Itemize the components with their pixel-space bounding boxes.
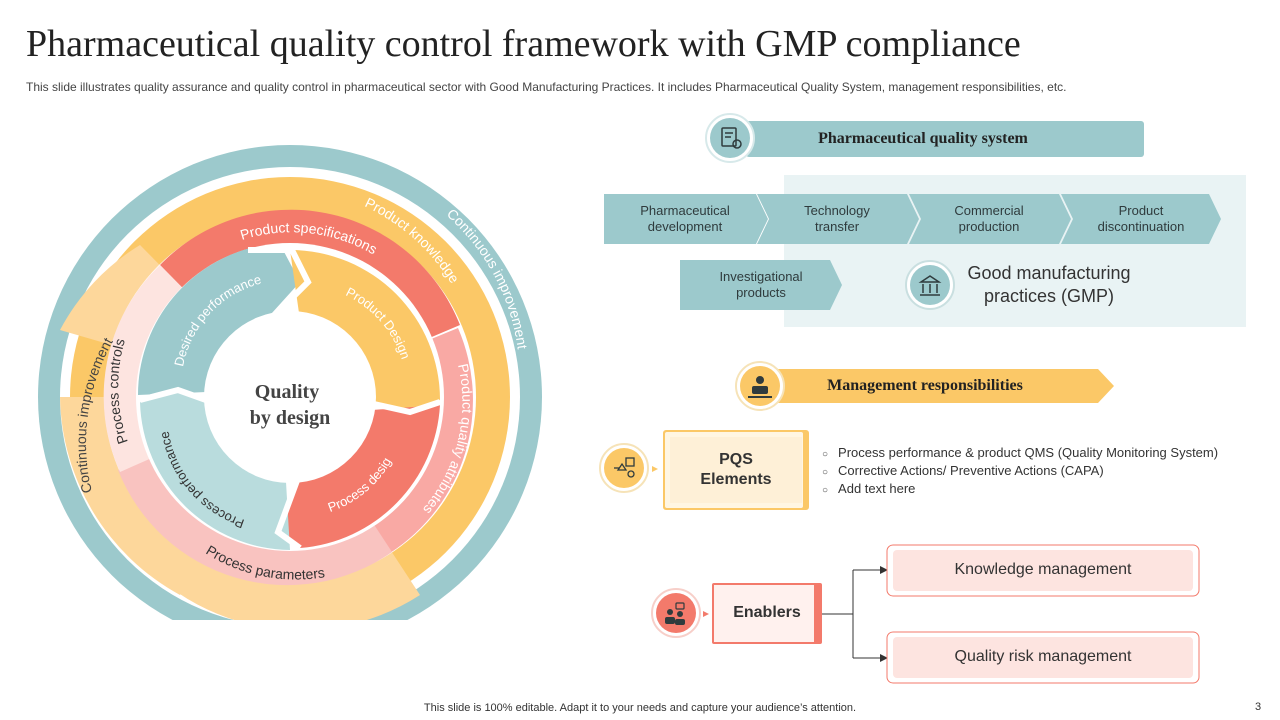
stage-line: Investigational (719, 269, 803, 284)
center-circle (204, 311, 376, 483)
bullet-item: Process performance & product QMS (Quali… (822, 445, 1218, 463)
enablers-label: Enablers (733, 604, 801, 621)
process-chevrons (604, 194, 1221, 310)
chevron-technology-transfer (757, 194, 919, 244)
footer-note: This slide is 100% editable. Adapt it to… (423, 702, 857, 714)
pqs-bullet-list: Process performance & product QMS (Quali… (822, 445, 1218, 499)
gmp-label: Good manufacturing practices (GMP) (954, 262, 1144, 308)
quality-risk-management-label: Quality risk management (954, 648, 1132, 665)
segment-product-design (290, 250, 440, 410)
segment-process-performance (140, 392, 290, 550)
stage-line: Commercial (954, 203, 1024, 218)
pqs-elements-label: PQS Elements (672, 450, 800, 490)
enablers-connectors (822, 569, 884, 659)
gmp-line: Good manufacturing (967, 263, 1131, 283)
pqs-line: Elements (700, 471, 772, 488)
pqs-shapes-icon (614, 457, 635, 478)
stage-line: Pharmaceutical (640, 203, 730, 218)
bank-building-icon (918, 275, 942, 296)
stage-line: transfer (814, 219, 860, 234)
pqs-banner-label: Pharmaceutical quality system (818, 130, 1028, 147)
chevron-commercial-production (909, 194, 1071, 244)
knowledge-management-label: Knowledge management (954, 561, 1132, 578)
stage-line: Product (1118, 203, 1164, 218)
page-subtitle: This slide illustrates quality assurance… (26, 80, 1067, 94)
stage-product-discontinuation: Product discontinuation (1066, 203, 1216, 235)
bullet-item: Add text here (822, 481, 1218, 499)
stage-line: production (958, 219, 1020, 234)
stage-investigational-products: Investigational products (686, 269, 836, 301)
pqs-banner (746, 121, 1144, 157)
stage-line: development (647, 219, 723, 234)
enablers-team-icon (665, 602, 685, 625)
bullet-item: Corrective Actions/ Preventive Actions (… (822, 463, 1218, 481)
center-title-line1: Quality (255, 381, 319, 403)
segment-desired-performance (137, 248, 300, 395)
management-banner (770, 369, 1114, 403)
stage-line: products (736, 285, 786, 300)
stage-commercial-production: Commercial production (914, 203, 1064, 235)
quality-by-design-wheel: Quality by design Continuous improvement… (0, 100, 542, 620)
team-presenter-icon (748, 376, 772, 398)
stage-technology-transfer: Technology transfer (762, 203, 912, 235)
page-title: Pharmaceutical quality control framework… (26, 23, 1021, 65)
management-banner-label: Management responsibilities (827, 377, 1023, 394)
stage-line: Technology (804, 203, 870, 218)
chevron-investigational-products (680, 260, 842, 310)
chevron-product-discontinuation (1061, 194, 1221, 244)
stage-line: discontinuation (1097, 219, 1185, 234)
segment-process-design (276, 405, 440, 548)
pqs-line: PQS (719, 451, 753, 468)
page-number: 3 (1255, 701, 1262, 713)
stage-pharmaceutical-development: Pharmaceutical development (610, 203, 760, 235)
center-title-line2: by design (250, 407, 331, 429)
chevron-pharmaceutical-development (604, 194, 768, 244)
system-gear-icon (721, 127, 742, 149)
gmp-line: practices (GMP) (983, 286, 1115, 306)
